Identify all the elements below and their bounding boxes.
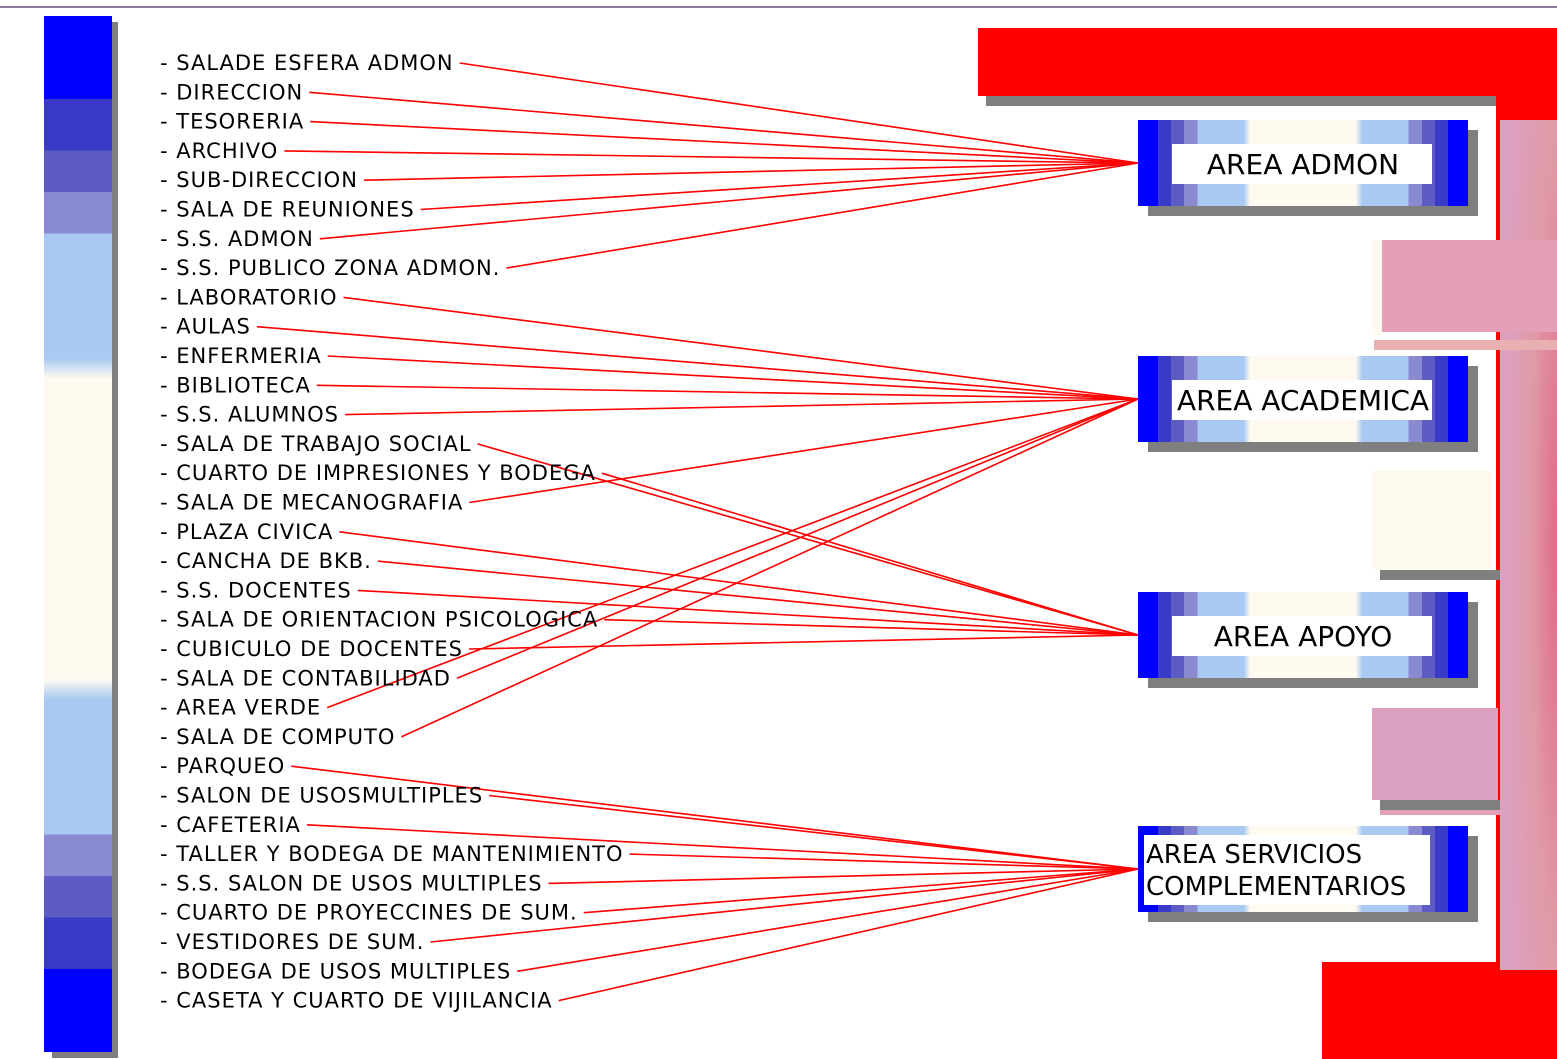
space-label: - DIRECCION — [160, 80, 303, 104]
space-label: - CUARTO DE IMPRESIONES Y BODEGA — [160, 461, 596, 485]
space-label: - ENFERMERIA — [160, 344, 322, 368]
space-label: - PARQUEO — [160, 754, 285, 778]
left-color-bar — [44, 16, 118, 1058]
connector-line — [310, 120, 1139, 164]
connector-line — [401, 398, 1139, 738]
connector-line — [291, 765, 1139, 870]
connector-line — [477, 443, 1139, 636]
area-boxes: AREA ADMON AREA ACADEMICA AREA APOYO AREA S… — [1138, 120, 1478, 922]
space-label: - LABORATORIO — [160, 285, 338, 309]
space-label: - SALADE ESFERA ADMON — [160, 51, 454, 75]
connector-line — [357, 589, 1139, 636]
connector-line — [548, 868, 1139, 885]
connector-line — [319, 162, 1139, 240]
connector-line — [306, 824, 1139, 870]
space-label: - AREA VERDE — [160, 696, 321, 720]
space-label: - BODEGA DE USOS MULTIPLES — [160, 959, 511, 983]
connector-line — [506, 162, 1139, 269]
connector-line — [468, 634, 1139, 650]
space-label: - CUBICULO DE DOCENTES — [160, 637, 463, 661]
connector-line — [345, 398, 1139, 416]
connector-line — [363, 162, 1139, 181]
space-list: - SALADE ESFERA ADMON - DIRECCION - TESORE… — [160, 51, 624, 1013]
area-box: AREA ACADEMICA — [1138, 356, 1478, 452]
connector-line — [517, 868, 1139, 973]
connector-line — [583, 868, 1139, 914]
connector-line — [284, 150, 1139, 164]
space-label: - SALA DE TRABAJO SOCIAL — [160, 432, 472, 456]
space-label: - SALA DE COMPUTO — [160, 725, 395, 749]
connector-line — [489, 794, 1139, 870]
space-label: - S.S. PUBLICO ZONA ADMON. — [160, 256, 500, 280]
area-label: AREA SERVICIOS — [1146, 840, 1362, 870]
connector-lines — [256, 62, 1139, 1002]
area-label: AREA APOYO — [1214, 620, 1393, 653]
area-label: COMPLEMENTARIOS — [1146, 872, 1406, 902]
connector-line — [469, 398, 1139, 504]
connector-line — [377, 560, 1139, 636]
connector-line — [420, 162, 1139, 211]
connector-line — [601, 472, 1139, 636]
connector-line — [256, 325, 1139, 400]
space-label: - VESTIDORES DE SUM. — [160, 930, 424, 954]
connector-line — [558, 868, 1139, 1002]
area-label: AREA ADMON — [1207, 148, 1399, 181]
connector-line — [459, 62, 1139, 164]
connector-line — [327, 355, 1139, 400]
connector-line — [343, 296, 1139, 400]
space-label: - AULAS — [160, 315, 251, 339]
top-rule — [0, 6, 1557, 8]
space-label: - ARCHIVO — [160, 139, 278, 163]
space-label: - CANCHA DE BKB. — [160, 549, 372, 573]
space-label: - S.S. ALUMNOS — [160, 403, 339, 427]
connector-line — [604, 618, 1139, 636]
space-label: - S.S. DOCENTES — [160, 578, 352, 602]
space-label: - S.S. ADMON — [160, 227, 314, 251]
connector-line — [456, 398, 1139, 680]
space-label: - SALON DE USOSMULTIPLES — [160, 784, 483, 808]
connector-line — [316, 384, 1139, 400]
space-label: - CAFETERIA — [160, 813, 301, 837]
space-label: - SALA DE MECANOGRAFIA — [160, 491, 463, 515]
space-label: - SALA DE REUNIONES — [160, 198, 415, 222]
space-label: - S.S. SALON DE USOS MULTIPLES — [160, 871, 543, 895]
area-box: AREA ADMON — [1138, 120, 1478, 216]
space-label: - CASETA Y CUARTO DE VIJILANCIA — [160, 989, 553, 1013]
space-label: - PLAZA CIVICA — [160, 520, 333, 544]
connector-line — [629, 853, 1139, 870]
connector-line — [309, 91, 1139, 164]
space-label: - BIBLIOTECA — [160, 373, 311, 397]
space-label: - SALA DE CONTABILIDAD — [160, 666, 451, 690]
connector-line — [339, 531, 1139, 636]
right-frame — [978, 28, 1557, 1059]
space-label: - TALLER Y BODEGA DE MANTENIMIENTO — [160, 842, 624, 866]
space-label: - SALA DE ORIENTACION PSICOLOGICA — [160, 608, 598, 632]
area-box: AREA APOYO — [1138, 592, 1478, 688]
connector-line — [326, 398, 1139, 709]
connector-line — [430, 868, 1139, 943]
space-label: - SUB-DIRECCION — [160, 168, 358, 192]
space-label: - CUARTO DE PROYECCINES DE SUM. — [160, 901, 578, 925]
area-label: AREA ACADEMICA — [1177, 384, 1429, 417]
space-label: - TESORERIA — [160, 110, 304, 134]
